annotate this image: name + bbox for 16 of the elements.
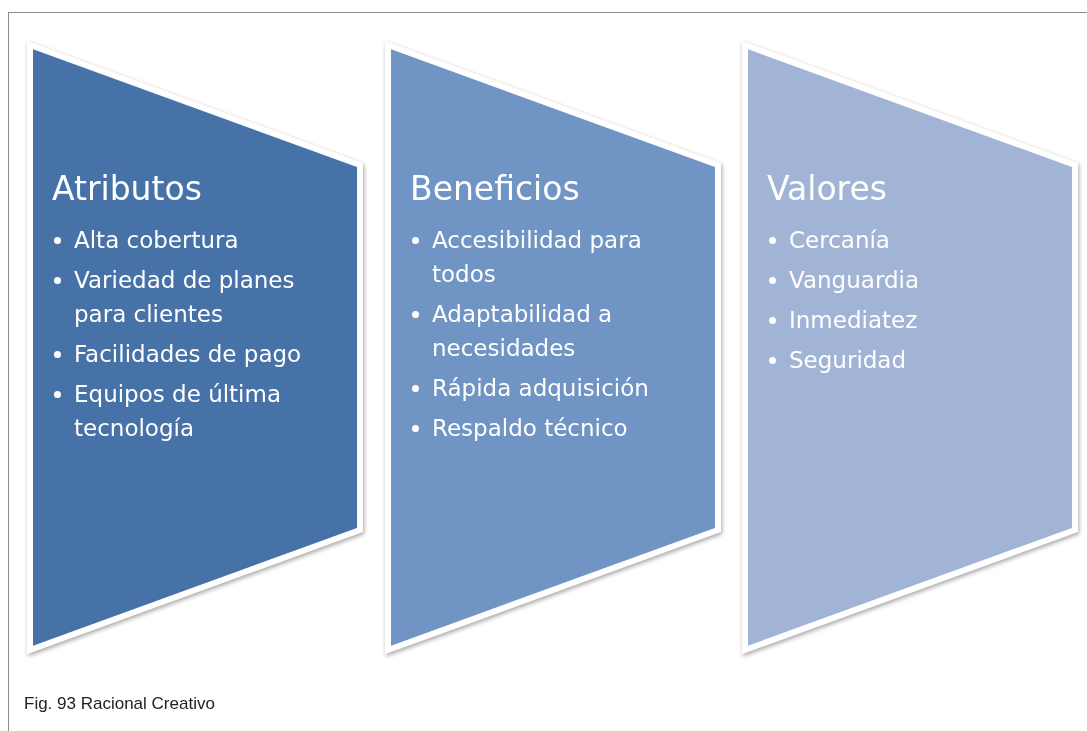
bullet-item: Cercanía [767, 223, 1067, 257]
bullet-item: Adaptabilidad a necesidades [410, 297, 710, 365]
bullet-item: Variedad de planes para clientes [52, 263, 352, 331]
panel-heading: Valores [767, 168, 888, 210]
bullet-item: Facilidades de pago [52, 337, 352, 371]
bullet-item: Accesibilidad para todos [410, 223, 710, 291]
bullet-item: Vanguardia [767, 263, 1067, 297]
panel-heading: Atributos [52, 168, 203, 210]
bullet-item: Inmediatez [767, 303, 1067, 337]
panel-heading: Beneficios [410, 168, 581, 210]
bullet-item: Rápida adquisición [410, 371, 710, 405]
figure-caption: Fig. 93 Racional Creativo [24, 694, 215, 714]
bullet-item: Seguridad [767, 343, 1067, 377]
bullet-item: Respaldo técnico [410, 411, 710, 445]
bullet-item: Alta cobertura [52, 223, 352, 257]
bullet-item: Equipos de última tecnología [52, 377, 352, 445]
